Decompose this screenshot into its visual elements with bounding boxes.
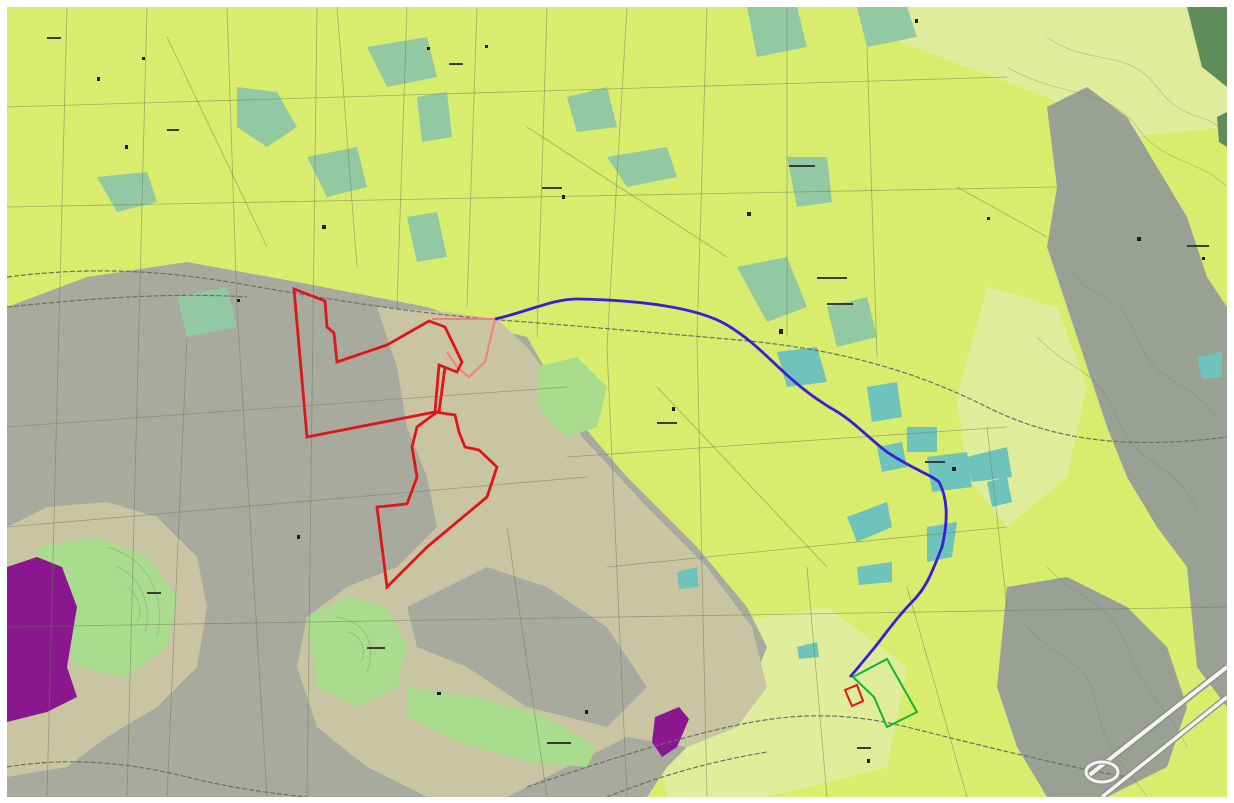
- blue-route: [494, 297, 948, 678]
- zone-light-green-center: [307, 597, 407, 707]
- zone-pale-north: [867, 7, 1227, 137]
- zone-dark-green-northeast: [1187, 7, 1227, 87]
- zone-dark-green-east: [1217, 112, 1227, 147]
- red-boundary-small: [843, 683, 865, 708]
- map-canvas[interactable]: [7, 7, 1227, 797]
- zone-light-green-mid: [537, 357, 607, 437]
- contour-lines: [106, 36, 1227, 797]
- zone-grey-east-2: [997, 577, 1187, 797]
- building-icon: [97, 19, 1205, 763]
- zone-tan-center: [297, 307, 767, 797]
- map-label-marks: [47, 37, 1209, 749]
- field-grid: [7, 7, 1227, 797]
- pink-boundary: [432, 318, 497, 379]
- zone-purple-west: [7, 557, 77, 722]
- highway: [1084, 664, 1227, 797]
- green-boundary: [851, 657, 919, 729]
- zone-grey-inner: [407, 567, 647, 727]
- zone-grey-east-1: [1047, 87, 1227, 567]
- interchange-icon: [1083, 759, 1121, 785]
- roads: [7, 270, 1227, 797]
- teal-patches: [97, 7, 917, 347]
- zone-light-green-strip: [407, 687, 597, 767]
- zone-light-green-southwest: [37, 537, 177, 677]
- red-boundary-main: [292, 286, 499, 591]
